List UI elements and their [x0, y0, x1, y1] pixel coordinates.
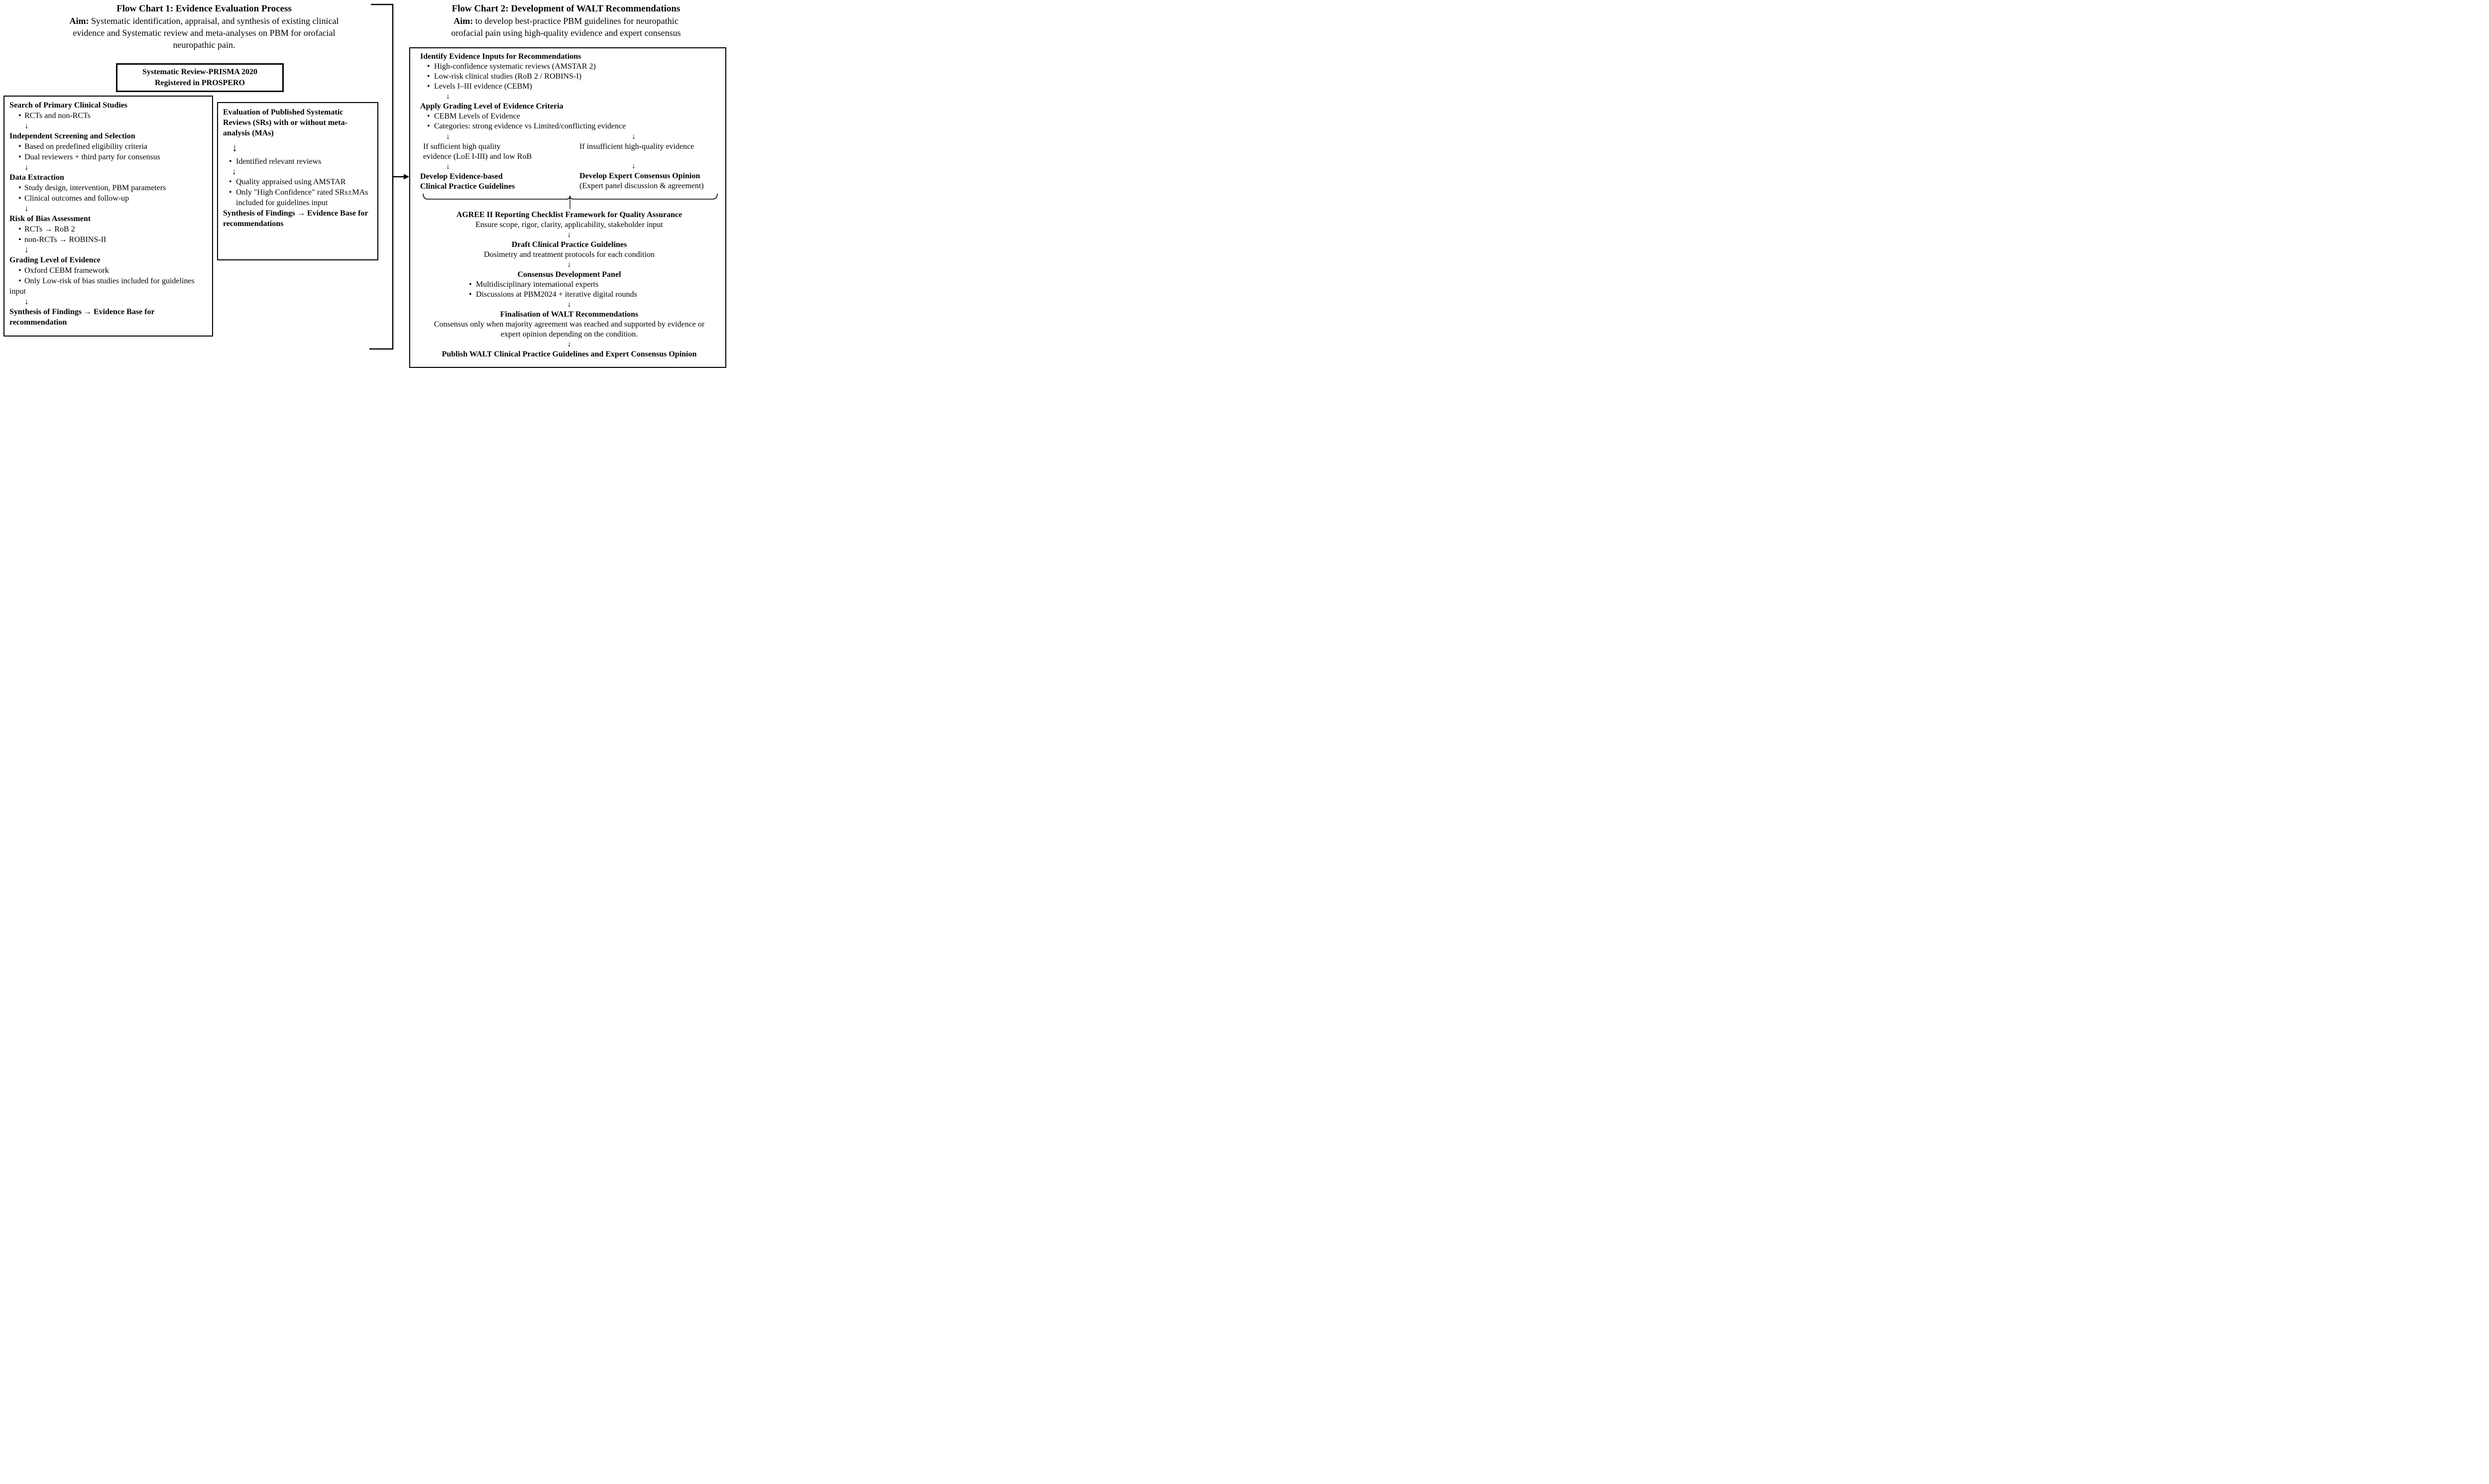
step-bullet: Oxford CEBM framework — [9, 265, 207, 276]
chart1-aim-line3: neuropathic pain. — [173, 40, 235, 50]
branch-left-condition-line2: evidence (LoE I-III) and low RoB — [423, 152, 532, 161]
apply-bullet: CEBM Levels of Evidence — [420, 112, 718, 121]
step-heading-screening: Independent Screening and Selection — [9, 132, 135, 140]
sr-bullet: Quality appraised using AMSTAR — [223, 177, 372, 187]
panel-bullet: Discussions at PBM2024 + iterative digit… — [462, 290, 718, 300]
step-heading-rob: Risk of Bias Assessment — [9, 215, 91, 223]
branch-right-outcome-note: (Expert panel discussion & agreement) — [579, 182, 704, 190]
down-arrow: ↓ — [567, 340, 571, 348]
branch-left-outcome-line2: Clinical Practice Guidelines — [420, 182, 515, 191]
draft-sub: Dosimetry and treatment protocols for ea… — [483, 250, 655, 259]
chart2-aim-line2: orofacial pain using high-quality eviden… — [451, 28, 681, 38]
agree-heading: AGREE II Reporting Checklist Framework f… — [456, 211, 682, 219]
panel-bullet: Multidisciplinary international experts — [462, 280, 718, 290]
chart1-process-box: Search of Primary Clinical Studies RCTs … — [3, 96, 213, 337]
prisma-line1: Systematic Review-PRISMA 2020 — [142, 68, 258, 76]
step-bullet: non-RCTs → ROBINS-II — [9, 234, 207, 245]
chart2-process-box: Identify Evidence Inputs for Recommendat… — [409, 47, 726, 368]
down-arrow: ↓ — [567, 260, 571, 269]
chart2-title-block: Flow Chart 2: Development of WALT Recomm… — [404, 3, 728, 39]
apply-bullet: Categories: strong evidence vs Limited/c… — [420, 121, 718, 131]
down-arrow: ↓ — [446, 162, 450, 171]
chart2-title: Flow Chart 2: Development of WALT Recomm… — [452, 3, 680, 14]
branch-sufficient-evidence: ↓ If sufficient high quality evidence (L… — [420, 132, 579, 192]
down-arrow: ↓ — [24, 121, 29, 130]
sr-box-heading: Evaluation of Published Systematic Revie… — [223, 108, 347, 137]
branch-right-condition: If insufficient high-quality evidence — [579, 142, 694, 151]
connector-arrowhead-icon — [404, 174, 409, 180]
step-bullet: RCTs → RoB 2 — [9, 224, 207, 234]
sr-bullet: Identified relevant reviews — [223, 156, 372, 167]
sr-evaluation-box: Evaluation of Published Systematic Revie… — [217, 102, 378, 260]
apply-heading: Apply Grading Level of Evidence Criteria — [420, 102, 564, 111]
step-heading-search: Search of Primary Clinical Studies — [9, 101, 128, 110]
down-arrow: ↓ — [24, 297, 29, 306]
chart1-aim-line2: evidence and Systematic review and meta-… — [73, 28, 336, 38]
chart1-title-block: Flow Chart 1: Evidence Evaluation Proces… — [4, 3, 404, 51]
merge-brace — [423, 193, 718, 209]
down-arrow: ↓ — [24, 204, 29, 213]
down-arrow: ↓ — [567, 230, 571, 239]
decision-branches: ↓ If sufficient high quality evidence (L… — [420, 132, 718, 192]
step-bullet: RCTs and non-RCTs — [9, 111, 207, 121]
down-arrow: ↓ — [446, 92, 450, 101]
identify-bullet: Low-risk clinical studies (RoB 2 / ROBIN… — [420, 72, 718, 82]
down-arrow: ↓ — [232, 141, 237, 154]
step-bullet: Only Low-risk of bias studies included f… — [9, 276, 207, 297]
chart1-aim-label: Aim: — [69, 16, 89, 26]
agree-sub: Ensure scope, rigor, clarity, applicabil… — [475, 221, 663, 229]
identify-heading: Identify Evidence Inputs for Recommendat… — [420, 52, 581, 61]
chart2-aim-label: Aim: — [453, 16, 473, 26]
down-arrow: ↓ — [24, 162, 29, 172]
identify-bullet: Levels I–III evidence (CEBM) — [420, 82, 718, 92]
identify-bullet: High-confidence systematic reviews (AMST… — [420, 62, 718, 72]
finalisation-sub: Consensus only when majority agreement w… — [434, 320, 705, 339]
down-arrow: ↓ — [632, 132, 636, 141]
step-bullet: Study design, intervention, PBM paramete… — [9, 183, 207, 193]
chart1-aim-line1: Aim: Systematic identification, appraisa… — [4, 15, 404, 27]
down-arrow: ↓ — [446, 132, 450, 141]
chart2-aim-line1: Aim: to develop best-practice PBM guidel… — [404, 15, 728, 27]
chart1-aim-line1-text: Systematic identification, appraisal, an… — [89, 16, 339, 26]
step-heading-synthesis: Synthesis of Findings → Evidence Base fo… — [9, 308, 155, 327]
step-heading-data-extraction: Data Extraction — [9, 173, 64, 182]
step-bullet: Based on predefined eligibility criteria — [9, 141, 207, 152]
draft-heading: Draft Clinical Practice Guidelines — [511, 240, 627, 249]
step-bullet: Clinical outcomes and follow-up — [9, 193, 207, 204]
prisma-registration-box: Systematic Review-PRISMA 2020 Registered… — [116, 63, 284, 92]
publish-heading: Publish WALT Clinical Practice Guideline… — [442, 350, 697, 358]
chart1-title: Flow Chart 1: Evidence Evaluation Proces… — [116, 3, 292, 14]
down-arrow: ↓ — [632, 162, 636, 170]
step-bullet: Dual reviewers + third party for consens… — [9, 152, 207, 162]
chart2-aim-line1-text: to develop best-practice PBM guidelines … — [473, 16, 679, 26]
branch-insufficient-evidence: ↓ If insufficient high-quality evidence … — [579, 132, 718, 192]
flowchart-figure: Flow Chart 1: Evidence Evaluation Proces… — [0, 0, 729, 371]
prisma-line2: Registered in PROSPERO — [154, 79, 245, 87]
sr-bullet: Only "High Confidence" rated SRs±MAs inc… — [223, 187, 372, 208]
panel-heading: Consensus Development Panel — [517, 270, 621, 279]
branch-left-condition-line1: If sufficient high quality — [423, 142, 501, 151]
branch-left-outcome-line1: Develop Evidence-based — [420, 172, 503, 181]
finalisation-heading: Finalisation of WALT Recommendations — [500, 310, 639, 319]
step-heading-grading: Grading Level of Evidence — [9, 256, 101, 264]
down-arrow: ↓ — [232, 167, 236, 176]
sr-box-footer: Synthesis of Findings → Evidence Base fo… — [223, 209, 368, 228]
branch-right-outcome: Develop Expert Consensus Opinion — [579, 172, 700, 180]
down-arrow: ↓ — [24, 245, 29, 254]
down-arrow: ↓ — [567, 300, 571, 309]
